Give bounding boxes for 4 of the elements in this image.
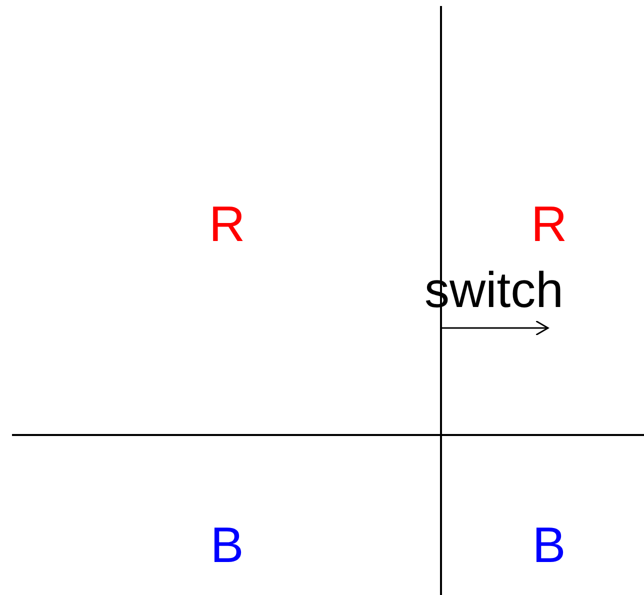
region-letter: B <box>532 520 566 570</box>
region-letter: R <box>530 199 568 249</box>
region-letter: B <box>210 520 244 570</box>
region-letter: R <box>208 199 246 249</box>
